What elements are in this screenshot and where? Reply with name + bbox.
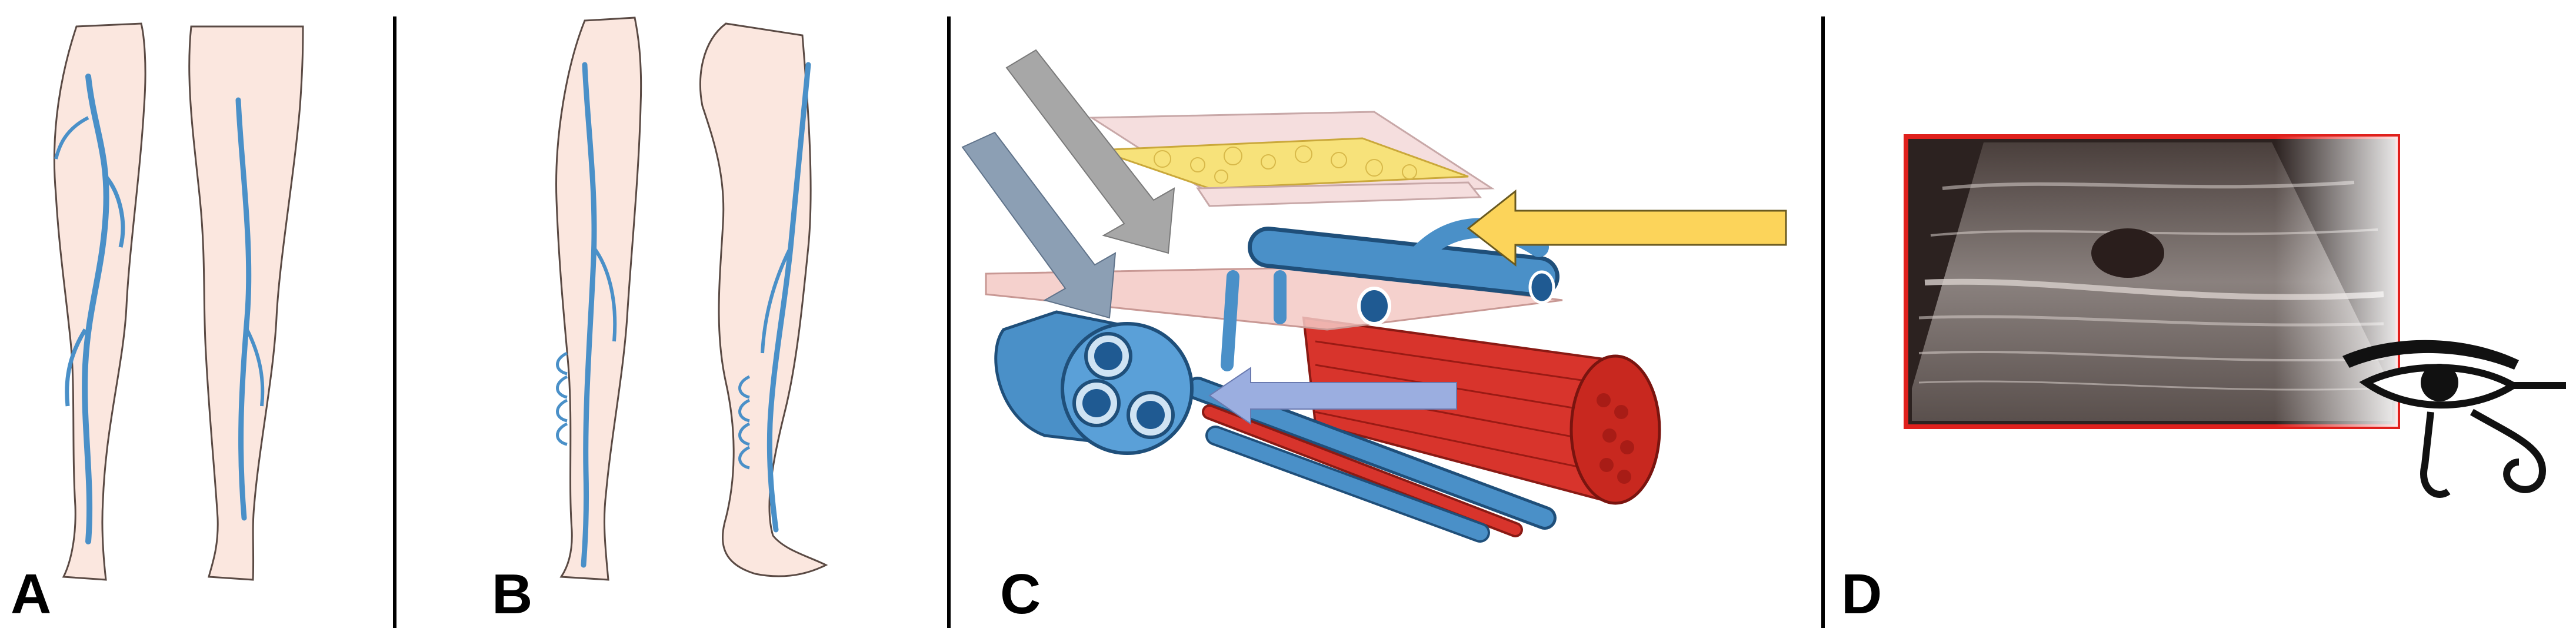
panel-divider-3 bbox=[1821, 16, 1825, 628]
vein-branch-b1 bbox=[592, 246, 617, 342]
lavender-arrow bbox=[1208, 367, 1457, 425]
leg-side-b bbox=[699, 22, 828, 577]
panel-label-d: D bbox=[1841, 563, 1882, 626]
perforator-loops-b bbox=[556, 351, 568, 446]
vein-branch-a1 bbox=[104, 175, 125, 248]
saphenous-fascia bbox=[1196, 181, 1482, 207]
muscle-cross-section bbox=[1569, 354, 1661, 505]
muscle-fibers bbox=[1315, 340, 1598, 472]
panel-a-illustration bbox=[53, 22, 304, 581]
saphenous-vein-lumen bbox=[1357, 287, 1391, 325]
small-saphenous-vein-b bbox=[767, 62, 811, 533]
vein-branch-b2 bbox=[761, 246, 792, 354]
ultrasound-fade bbox=[1906, 137, 2398, 427]
perforator-vein bbox=[1221, 270, 1287, 371]
panel-label-b: B bbox=[492, 563, 533, 626]
deep-vessels bbox=[1186, 377, 1557, 543]
fat-lobules bbox=[1154, 145, 1417, 184]
yellow-arrow bbox=[1467, 189, 1787, 267]
eye-of-horus-icon bbox=[2342, 340, 2566, 498]
vein-branch-a4 bbox=[245, 328, 265, 407]
panel-b-illustration bbox=[555, 16, 828, 581]
perforator-loops-b2 bbox=[738, 375, 751, 470]
muscle-fascicles bbox=[1597, 393, 1634, 484]
panel-d-illustration bbox=[1904, 134, 2566, 498]
vein-branch-a3 bbox=[54, 116, 89, 160]
leg-front-b bbox=[555, 16, 642, 581]
panel-divider-1 bbox=[393, 16, 396, 628]
panel-divider-2 bbox=[947, 16, 951, 628]
panel-label-c: C bbox=[1000, 563, 1041, 626]
slate-arrow bbox=[961, 131, 1117, 319]
great-saphenous-vein-b bbox=[581, 62, 597, 568]
great-saphenous-vein bbox=[82, 74, 109, 544]
vein-branch-a2 bbox=[65, 328, 87, 407]
small-saphenous-vein-back bbox=[235, 97, 252, 521]
panel-label-a: A bbox=[11, 563, 52, 626]
panel-c-illustration bbox=[961, 49, 1787, 543]
gray-arrow-1 bbox=[1005, 49, 1175, 254]
leg-front-a bbox=[53, 22, 146, 581]
